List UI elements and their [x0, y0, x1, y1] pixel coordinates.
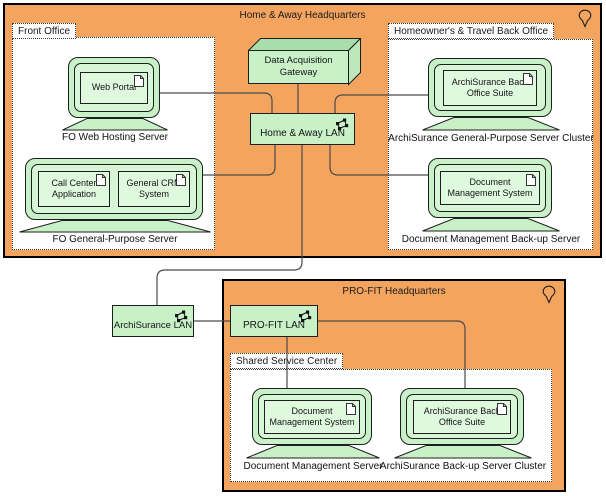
device-screen: Document Management System	[434, 164, 546, 212]
network-label: Home & Away LAN	[260, 127, 345, 139]
artifact-label: General CRM System	[126, 178, 182, 199]
device-screen: ArchiSurance Back Office Suite	[406, 394, 518, 439]
device-label: FO Web Hosting Server	[62, 132, 168, 143]
device-stand	[394, 445, 532, 459]
artifact-label: Document Management System	[447, 177, 533, 198]
device-label: ArchiSurance General-Purpose Server Clus…	[388, 133, 594, 144]
group-front-office-tab[interactable]: Front Office	[12, 23, 77, 39]
artifact-archisurance-back-office-suite[interactable]: ArchiSurance Back Office Suite	[443, 69, 537, 106]
network-label: ArchiSurance LAN	[113, 319, 193, 331]
location-pin-icon	[578, 9, 592, 28]
artifact-icon	[526, 174, 536, 186]
device-fo-web-hosting-server[interactable]: Web Portal FO Web Hosting Server	[62, 57, 168, 143]
device-screen: Document Management System	[258, 394, 366, 439]
artifact-label: Web Portal	[91, 82, 137, 93]
location-title: PRO-FIT Headquarters	[342, 286, 446, 297]
device-fo-general-purpose-server[interactable]: Call Center Application General CRM Syst…	[19, 158, 211, 245]
artifact-label: ArchiSurance Back Office Suite	[451, 76, 529, 98]
artifact-general-crm-system[interactable]: General CRM System	[118, 171, 190, 207]
network-profit-lan[interactable]: PRO-FIT LAN	[230, 305, 318, 337]
artifact-icon	[134, 74, 144, 87]
artifact-label: ArchiSurance Back Office Suite	[423, 405, 501, 427]
artifact-web-portal[interactable]: Web Portal	[80, 71, 148, 104]
group-homeowners-back-office-tab[interactable]: Homeowner's & Travel Back Office	[388, 23, 555, 39]
device-document-management-server[interactable]: Document Management System Document Mana…	[244, 388, 382, 472]
device-label: ArchiSurance Back-up Server Cluster	[379, 461, 547, 472]
network-icon	[336, 118, 349, 131]
device-stand	[422, 117, 560, 131]
network-label: PRO-FIT LAN	[242, 319, 306, 331]
artifact-icon	[176, 174, 186, 186]
location-title: Home & Away Headquarters	[239, 10, 366, 21]
device-screen: ArchiSurance Back Office Suite	[434, 64, 546, 111]
network-archisurance-lan[interactable]: ArchiSurance LAN	[112, 305, 194, 337]
artifact-label: Call Center Application	[51, 178, 97, 199]
device-archisurance-backup-server-cluster[interactable]: ArchiSurance Back Office Suite ArchiSura…	[380, 388, 546, 472]
node-3d-faces	[248, 38, 362, 86]
device-document-management-backup-server[interactable]: Document Management System Document Mana…	[402, 158, 580, 245]
device-screen: Call Center Application General CRM Syst…	[31, 164, 197, 214]
device-screen: Web Portal	[74, 63, 154, 112]
device-label: Document Management Server	[243, 461, 383, 472]
device-label: Document Management Back-up Server	[401, 234, 581, 245]
network-icon	[299, 310, 312, 323]
artifact-icon	[497, 402, 507, 415]
group-shared-service-center-tab[interactable]: Shared Service Center	[230, 353, 344, 369]
artifact-icon	[96, 174, 106, 186]
node-label: Data Acquisition Gateway	[264, 55, 333, 78]
device-stand	[422, 218, 560, 232]
artifact-label: Document Management System	[269, 405, 355, 427]
network-home-away-lan[interactable]: Home & Away LAN	[250, 113, 355, 145]
device-archisurance-general-purpose-server-cluster[interactable]: ArchiSurance Back Office Suite ArchiSura…	[388, 58, 594, 144]
artifact-document-management-system[interactable]: Document Management System	[440, 171, 540, 205]
device-stand	[246, 445, 380, 459]
artifact-archisurance-back-office-suite[interactable]: ArchiSurance Back Office Suite	[413, 399, 511, 434]
device-stand	[62, 118, 168, 131]
node-data-acquisition-gateway[interactable]: Data Acquisition Gateway	[248, 50, 349, 84]
artifact-icon	[523, 72, 533, 85]
network-icon	[175, 310, 188, 323]
location-pin-icon	[542, 285, 556, 304]
device-label: FO General-Purpose Server	[52, 234, 178, 245]
artifact-call-center-application[interactable]: Call Center Application	[38, 171, 110, 207]
artifact-icon	[346, 402, 356, 415]
device-stand	[19, 220, 211, 233]
artifact-document-management-system[interactable]: Document Management System	[264, 399, 360, 434]
